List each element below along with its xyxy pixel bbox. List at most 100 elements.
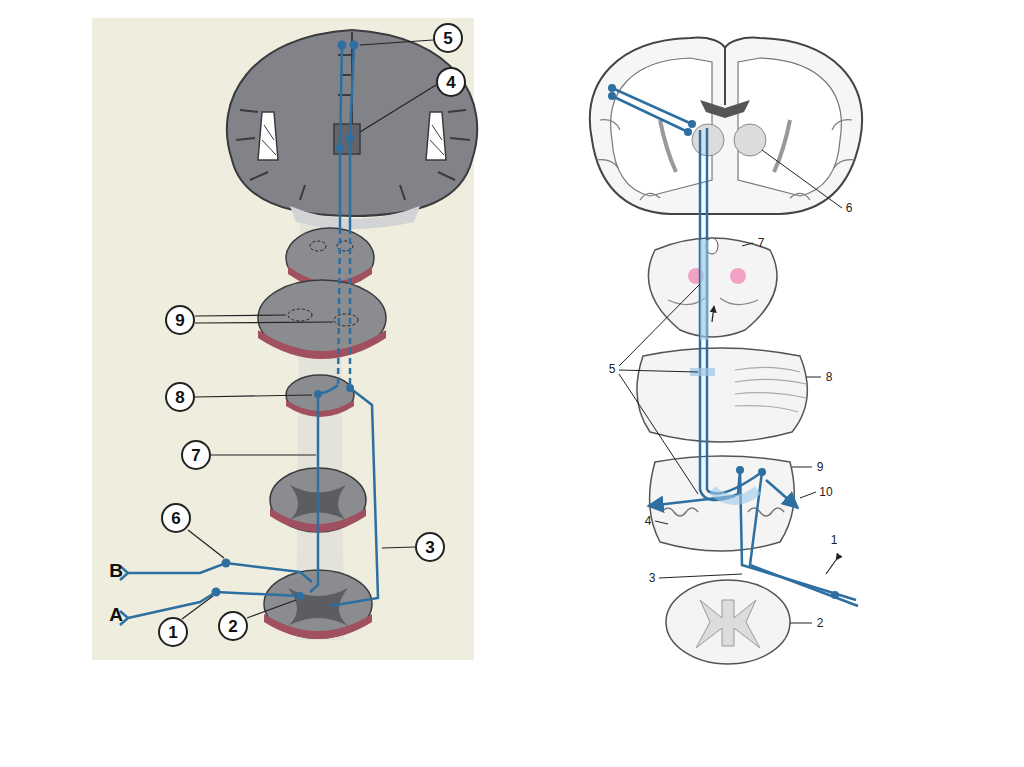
sensory-pathway xyxy=(612,96,688,132)
callout-number: 1 xyxy=(831,534,838,546)
sensory-pathway xyxy=(120,45,378,625)
leader-line xyxy=(659,574,742,578)
dashed-outline xyxy=(310,241,326,251)
callout-number: 7 xyxy=(191,447,200,464)
leader-line xyxy=(762,150,842,208)
neuron-body xyxy=(758,468,766,476)
sensory-pathway xyxy=(349,228,352,385)
neuron-body xyxy=(736,466,744,474)
spinal-cord-section xyxy=(666,580,790,664)
callout-circle: 9 xyxy=(165,305,195,335)
pathway-highlight xyxy=(700,240,708,340)
brain-base xyxy=(290,206,420,229)
neuron-body xyxy=(831,591,839,599)
leader-line xyxy=(182,40,436,619)
neuron-body xyxy=(296,592,304,600)
callout-number: 5 xyxy=(609,363,616,375)
callout-circle: 7 xyxy=(181,440,211,470)
callout-circle: 4 xyxy=(436,67,466,97)
thalamus xyxy=(334,124,360,154)
neuron-body xyxy=(608,84,616,92)
red-nucleus xyxy=(730,268,746,284)
leader-line xyxy=(792,467,812,468)
sensory-pathway xyxy=(350,45,354,136)
callout-number: 9 xyxy=(817,461,824,473)
neuron-body xyxy=(212,41,359,601)
direction-arrow xyxy=(712,306,714,322)
neuron-body xyxy=(684,128,692,136)
gyri xyxy=(596,120,856,200)
callout-number: 2 xyxy=(228,618,237,635)
midbrain-section xyxy=(648,238,777,337)
brain-section xyxy=(590,38,862,214)
grey-matter xyxy=(288,588,348,626)
callout-circle: 2 xyxy=(218,611,248,641)
gyri xyxy=(596,120,660,200)
ventricle xyxy=(700,100,750,118)
leader-line xyxy=(195,395,312,397)
leader-line xyxy=(195,322,333,323)
callout-circle: 5 xyxy=(433,23,463,53)
pathway-highlight xyxy=(712,490,758,500)
leader-line xyxy=(800,492,816,498)
pons-section xyxy=(637,348,807,442)
sensory-pathway xyxy=(349,140,352,228)
leader-line xyxy=(655,521,668,524)
left-panel xyxy=(92,18,477,660)
callout-number: 9 xyxy=(175,312,184,329)
sulci xyxy=(236,32,470,200)
neuron-body xyxy=(212,588,221,597)
leader-line xyxy=(247,600,296,618)
callout-circle: 3 xyxy=(415,532,445,562)
sensory-pathway xyxy=(340,45,342,146)
callout-number: 2 xyxy=(817,617,824,629)
sensory-pathway xyxy=(612,88,692,124)
leader-line xyxy=(619,284,700,366)
sensory-pathway xyxy=(750,472,858,606)
neuron-body xyxy=(346,384,354,392)
brain-section xyxy=(227,30,477,216)
leader-line xyxy=(790,623,812,624)
sulci xyxy=(236,110,305,200)
callout-number: 3 xyxy=(649,572,656,584)
leader-line xyxy=(742,243,753,246)
neuron-body xyxy=(314,390,322,398)
leader-line xyxy=(211,454,316,455)
neuron-body xyxy=(608,84,839,599)
neuron-body xyxy=(346,134,354,142)
sensory-pathway xyxy=(330,388,378,606)
leader-line xyxy=(382,547,415,548)
leader-line xyxy=(188,530,224,558)
gyri xyxy=(790,120,856,200)
callout-number: 4 xyxy=(645,515,652,527)
callout-number: 6 xyxy=(171,510,180,527)
ventricle xyxy=(426,112,446,160)
neuron-body xyxy=(222,559,231,568)
pontine-fibres xyxy=(735,367,806,412)
leader-line xyxy=(619,370,698,372)
leader-line xyxy=(619,150,842,623)
right-panel xyxy=(590,38,862,664)
midbrain-section xyxy=(286,228,374,288)
callout-number: 8 xyxy=(826,371,833,383)
callout-number: 8 xyxy=(175,389,184,406)
sensory-pathway xyxy=(766,480,798,508)
section-cut xyxy=(286,400,354,417)
neuron-body xyxy=(338,41,347,50)
grey-matter xyxy=(696,600,760,648)
section-cut xyxy=(258,330,386,359)
leader-line xyxy=(360,85,436,132)
callout-number: 3 xyxy=(425,539,434,556)
leader-line xyxy=(360,40,433,45)
callout-circle: 8 xyxy=(165,382,195,412)
callout-number: 4 xyxy=(446,74,455,91)
olive xyxy=(662,508,784,516)
substantia-nigra xyxy=(668,298,758,305)
fibre-letter: B xyxy=(109,561,123,580)
thalamus xyxy=(734,124,766,156)
section-cut xyxy=(264,614,372,639)
callout-number: 6 xyxy=(846,202,853,214)
fibre-letter: A xyxy=(109,605,123,624)
